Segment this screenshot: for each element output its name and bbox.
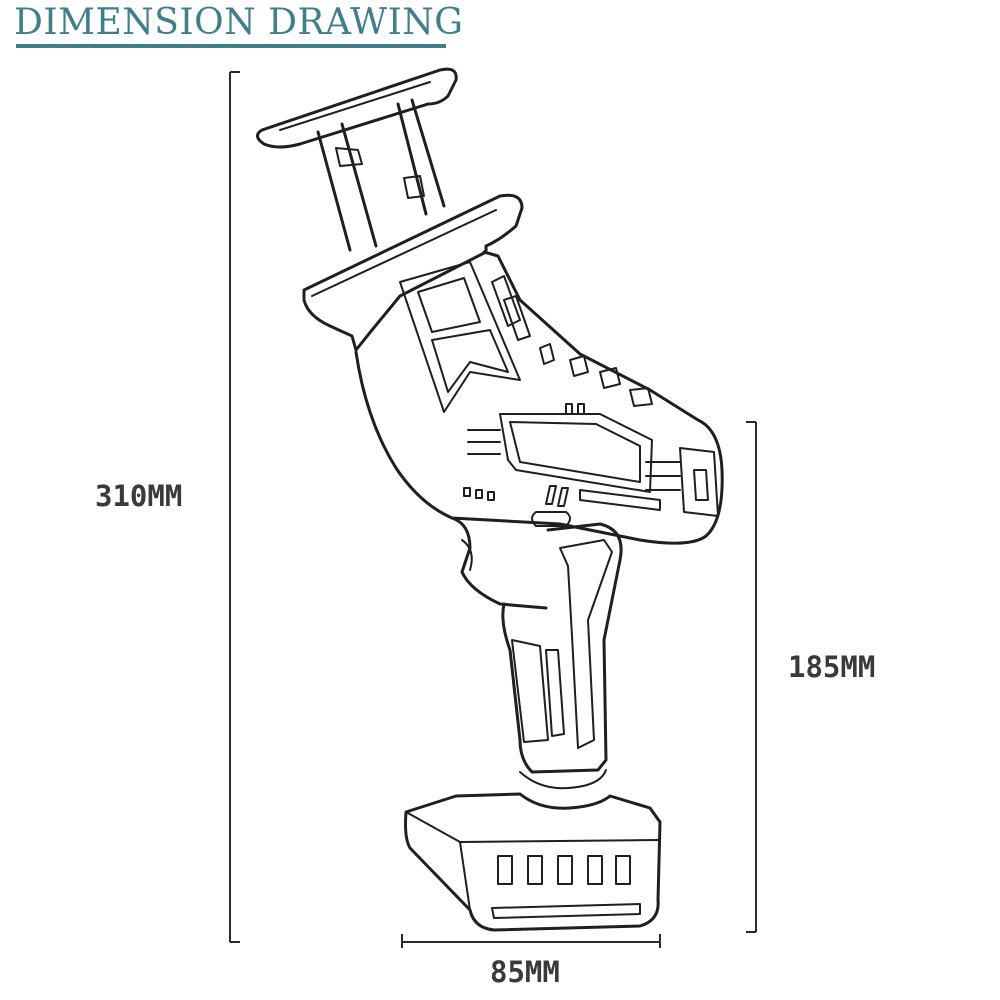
grip-height-dimension-line — [746, 421, 757, 933]
overall-height-dimension-line — [229, 71, 240, 943]
battery-pack — [404, 792, 662, 932]
blade-shoe — [256, 67, 458, 252]
width-label: 85MM — [490, 955, 560, 989]
width-dimension-line — [401, 934, 661, 948]
trigger — [450, 516, 548, 610]
handle-grip — [501, 522, 623, 790]
overall-height-label: 310MM — [95, 479, 183, 513]
drawing-title: DIMENSION DRAWING — [14, 2, 464, 43]
motor-housing — [354, 250, 724, 545]
side-vent-panel — [463, 403, 719, 527]
title-underline — [16, 44, 446, 48]
front-collar — [302, 193, 524, 352]
grip-height-label: 185MM — [788, 650, 876, 684]
